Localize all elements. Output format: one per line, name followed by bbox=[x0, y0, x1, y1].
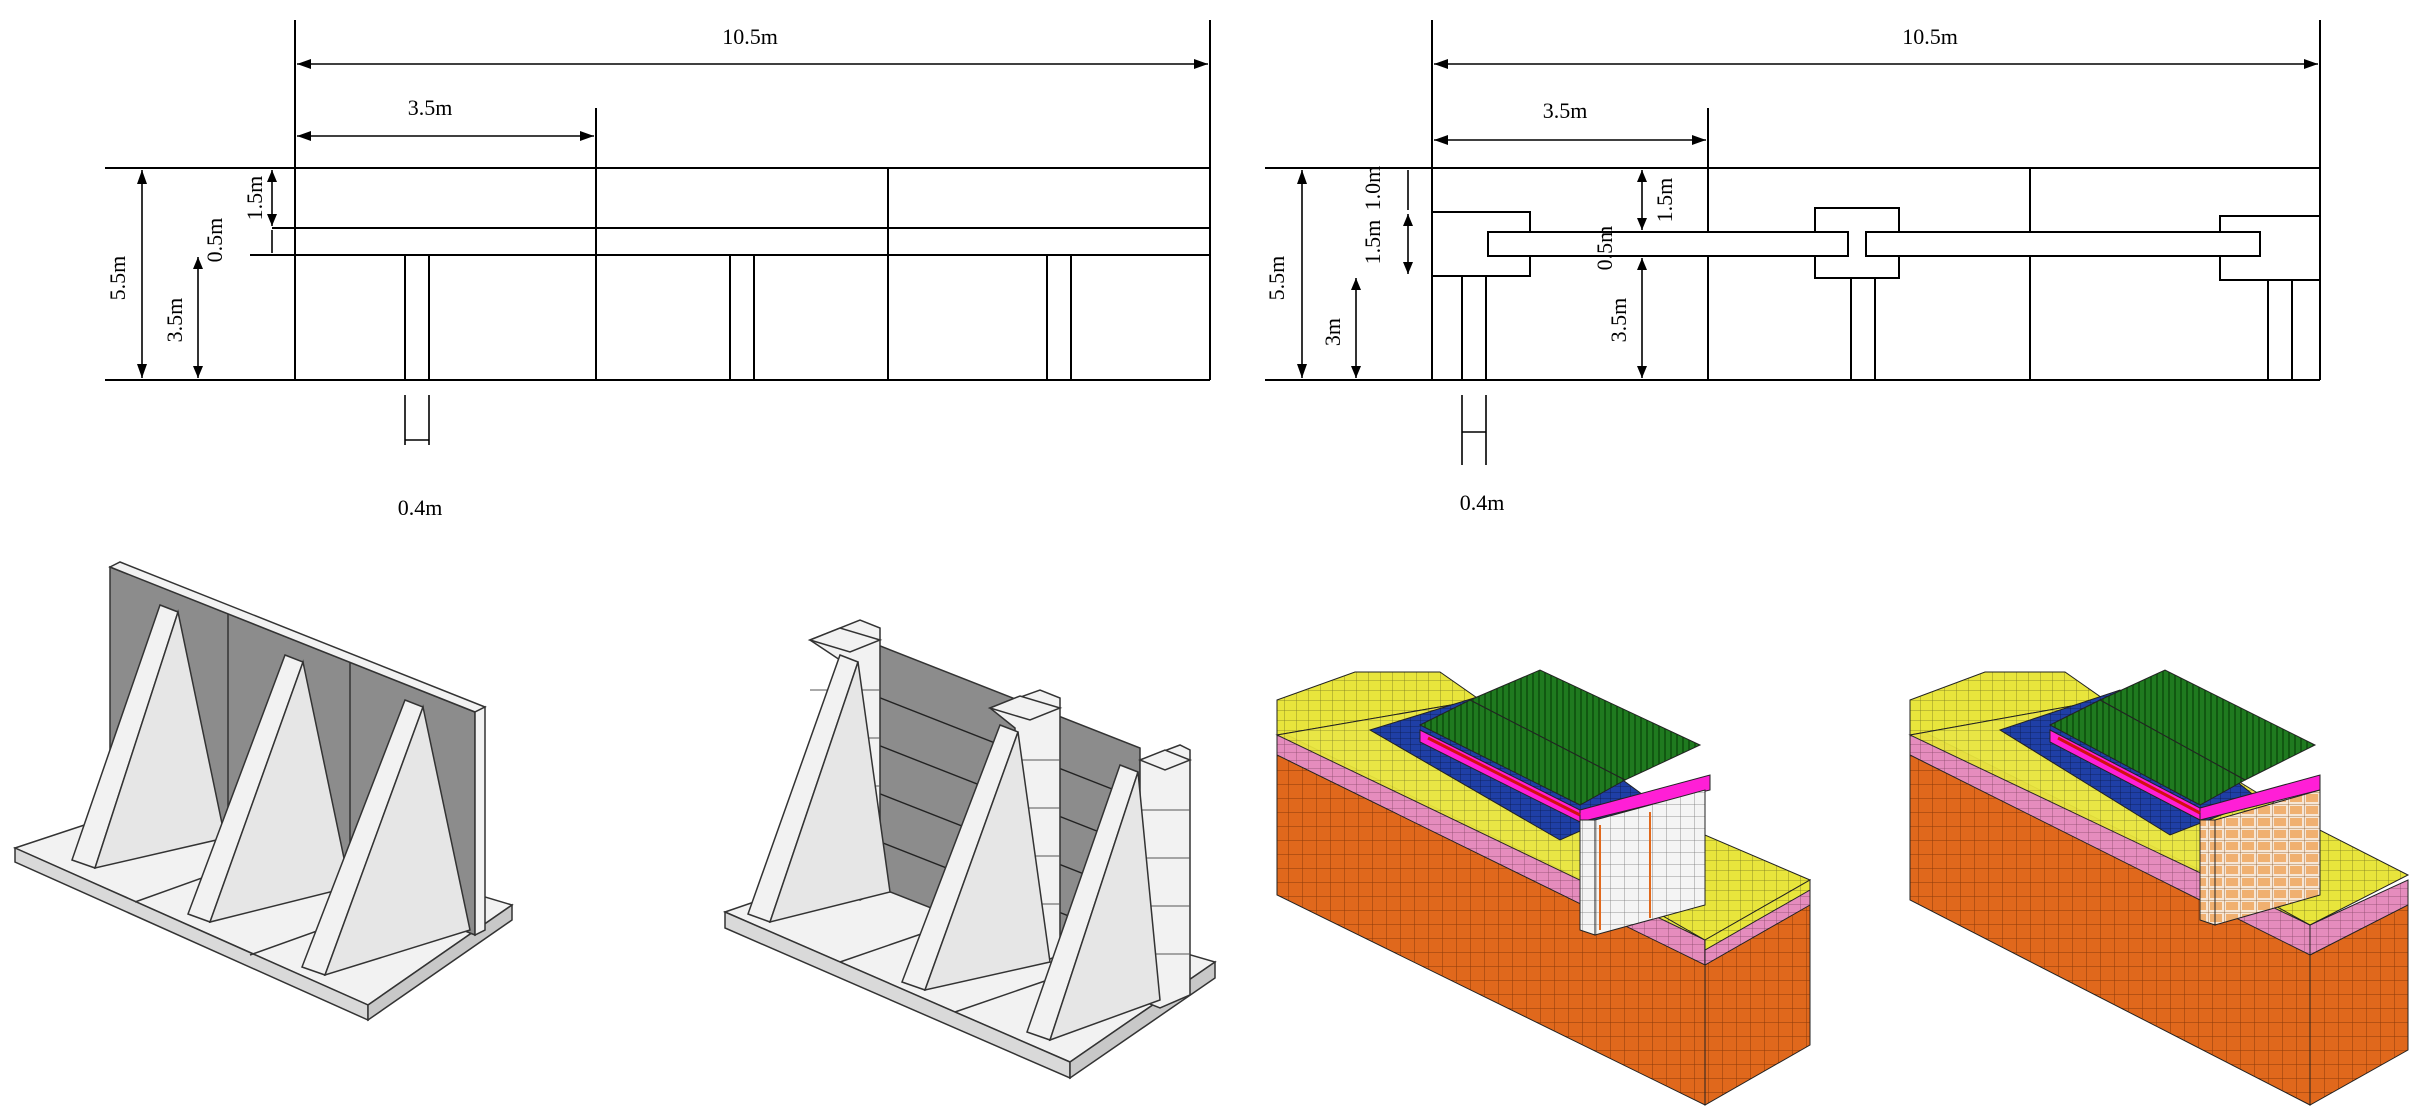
dim-cap-height: 1.5m bbox=[242, 176, 267, 221]
dim-upper-panel-height: 1.5m bbox=[1652, 178, 1677, 223]
dim-lower-panel-height: 3.5m bbox=[1606, 298, 1631, 343]
right-elevation-drawing: 10.5m 3.5m 5.5m 1.0m 1.5m 3m 1.5m 0.5m 3… bbox=[1264, 20, 2321, 515]
dim-total-height-r: 5.5m bbox=[1264, 256, 1289, 301]
dim-lower-height: 3.5m bbox=[162, 298, 187, 343]
dim-counterfort-width: 0.4m bbox=[398, 495, 443, 520]
dim-total-length: 10.5m bbox=[722, 24, 778, 49]
dim-gap-height-r: 0.5m bbox=[1592, 226, 1617, 271]
dim-block-height: 1.5m bbox=[1360, 220, 1385, 265]
dim-lower-height-r: 3m bbox=[1320, 318, 1345, 346]
dim-counterfort-width-r: 0.4m bbox=[1460, 490, 1505, 515]
fem-model-continuous bbox=[1275, 669, 1812, 1106]
wall-model-continuous bbox=[12, 561, 514, 1022]
wall-model-block bbox=[722, 619, 1217, 1080]
left-elevation-drawing: 10.5m 3.5m 5.5m 1.5m 0.5m 3.5m 0.4m bbox=[105, 20, 1211, 520]
counterfort-1 bbox=[404, 254, 430, 381]
dim-top-offset: 1.0m bbox=[1360, 166, 1385, 211]
dim-panel-length-r: 3.5m bbox=[1543, 98, 1588, 123]
dim-panel-length: 3.5m bbox=[408, 95, 453, 120]
counterfort-3 bbox=[1046, 254, 1072, 381]
beam-2 bbox=[1865, 231, 2261, 257]
fem-model-block bbox=[1908, 669, 2410, 1106]
dim-gap-height: 0.5m bbox=[202, 218, 227, 263]
dim-total-length-r: 10.5m bbox=[1902, 24, 1958, 49]
beam-1 bbox=[1487, 231, 1849, 257]
dim-total-height: 5.5m bbox=[105, 256, 130, 301]
counterfort-2 bbox=[729, 254, 755, 381]
